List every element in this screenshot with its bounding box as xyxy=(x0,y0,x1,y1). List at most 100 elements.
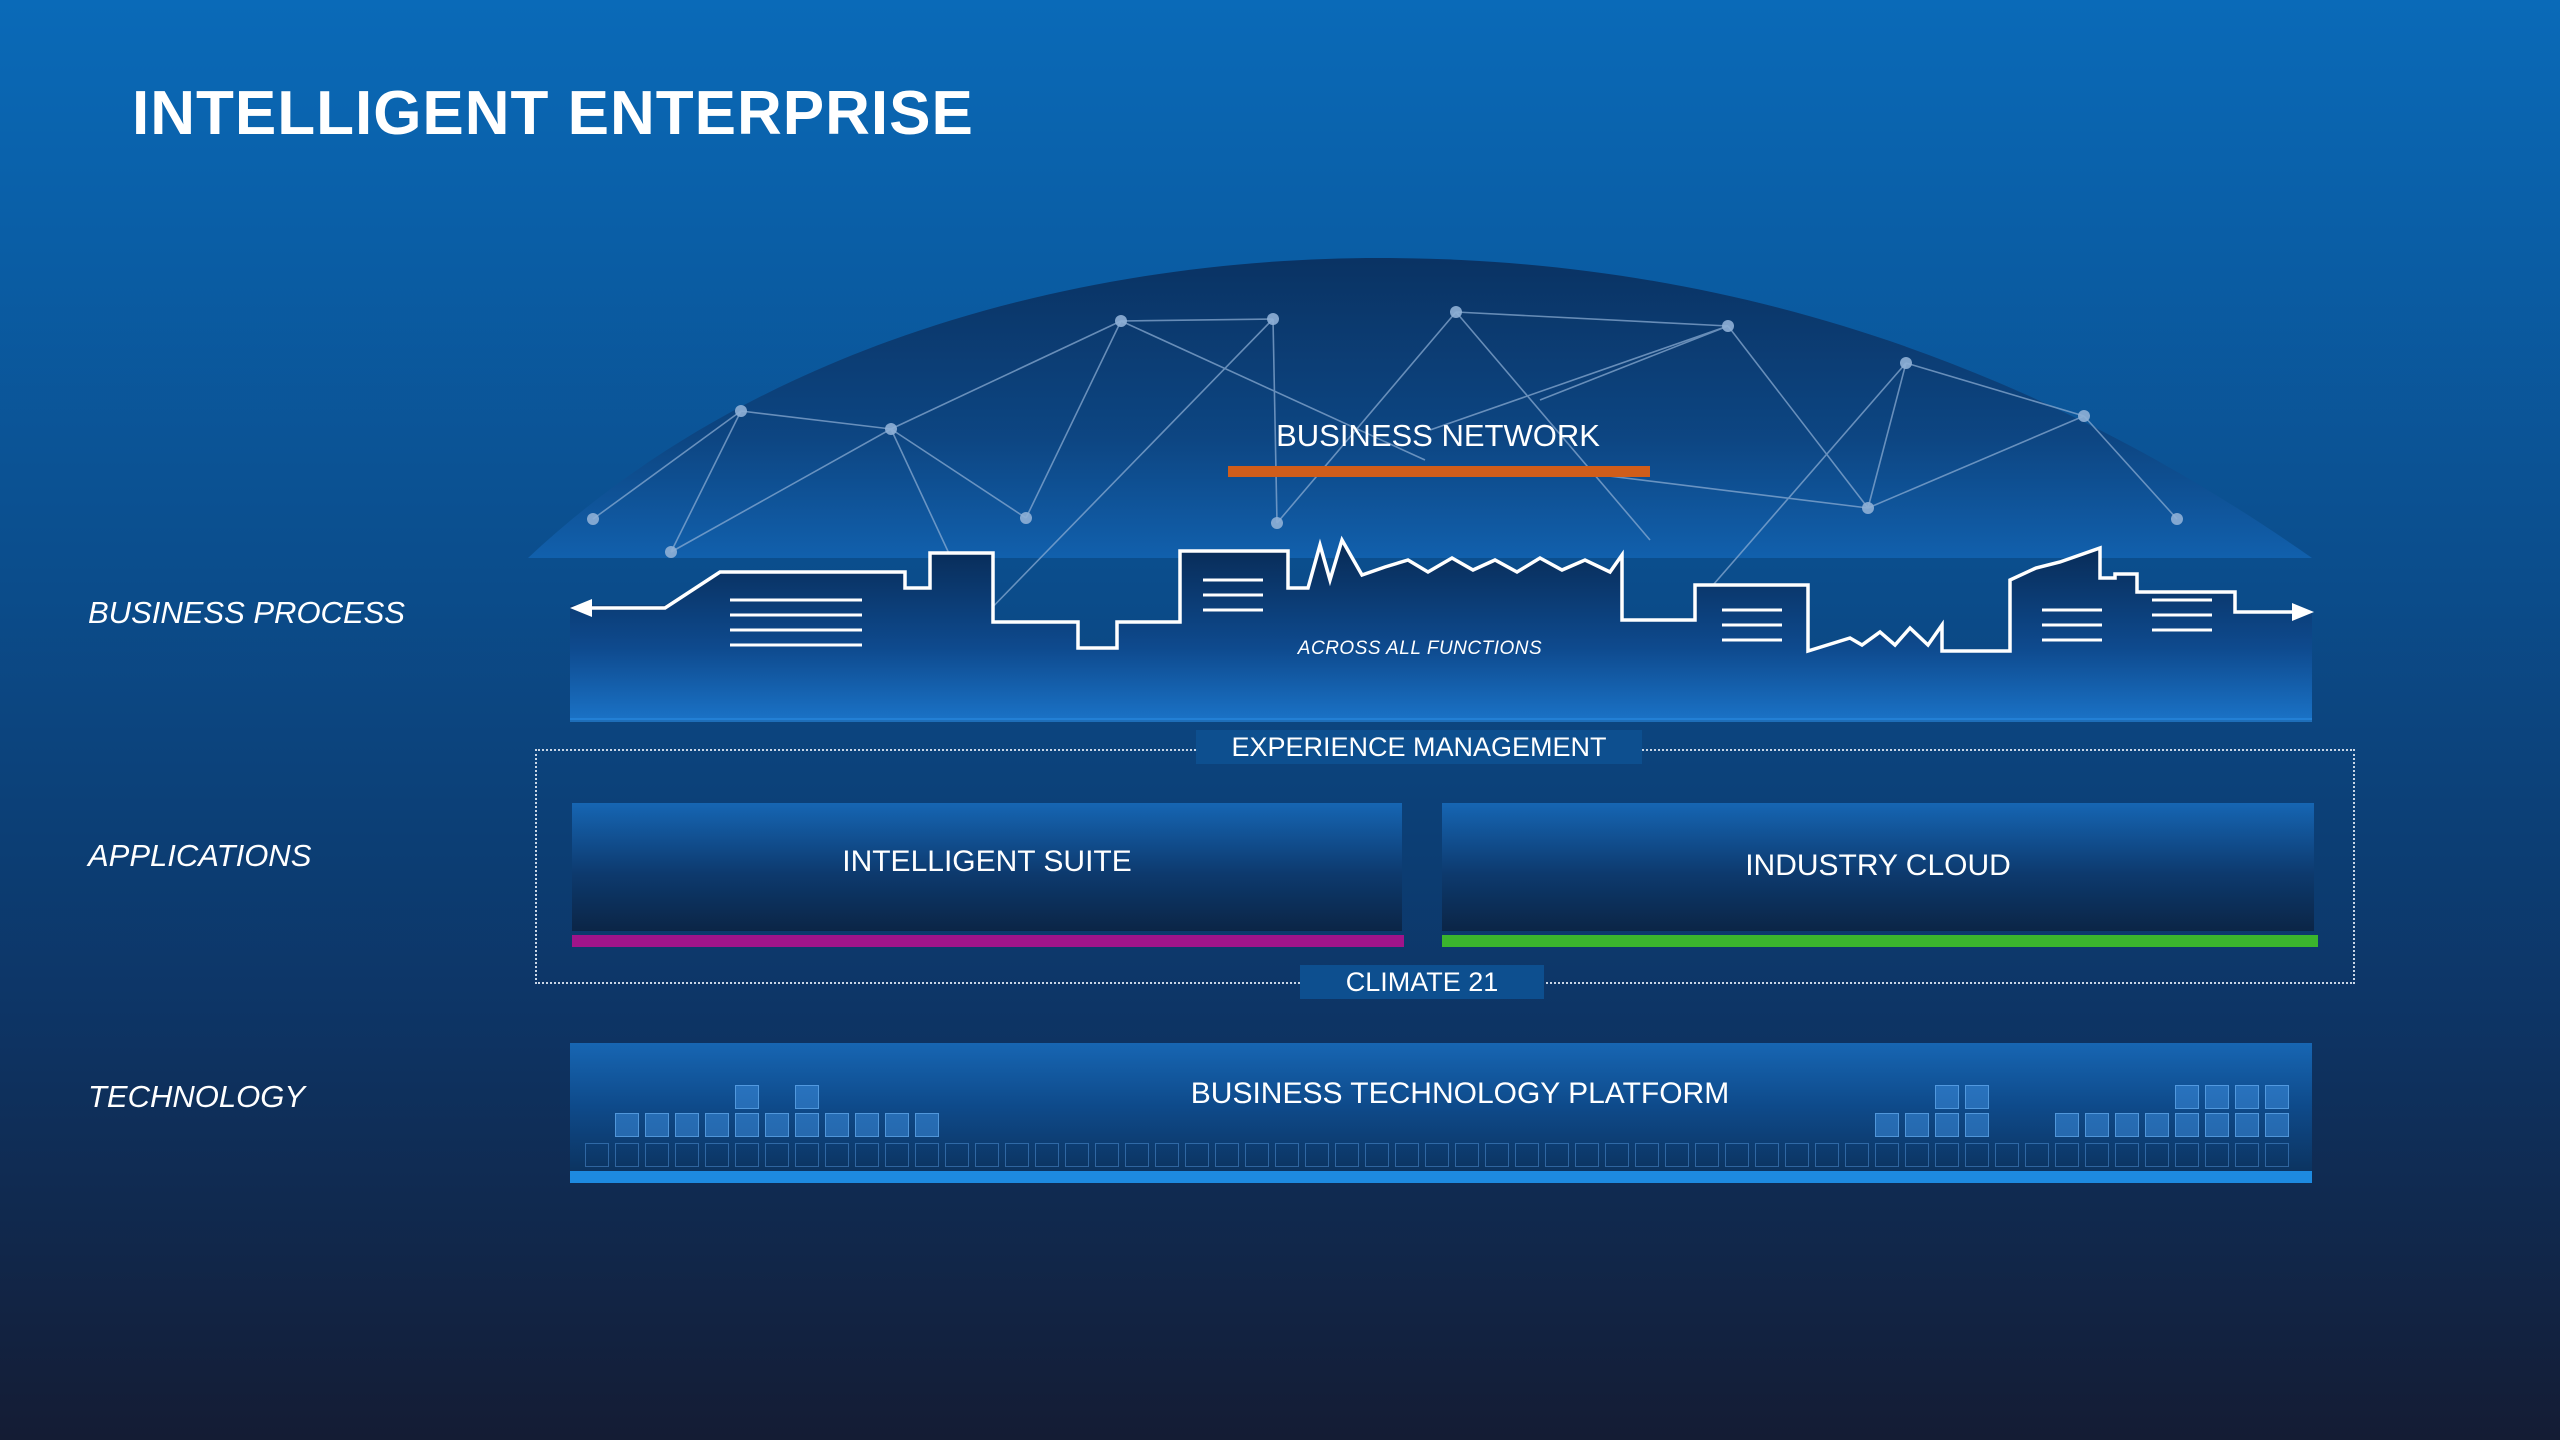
business-network-accent-bar xyxy=(1228,466,1650,477)
platform-grid-cell xyxy=(795,1143,819,1167)
experience-management-tag: EXPERIENCE MANAGEMENT xyxy=(1196,730,1642,764)
platform-grid-cell xyxy=(1365,1143,1389,1167)
platform-grid-cell xyxy=(2265,1143,2289,1167)
platform-grid-cell xyxy=(1005,1143,1029,1167)
building-windows xyxy=(730,578,2212,647)
platform-grid-cell xyxy=(1815,1143,1839,1167)
platform-grid-cell xyxy=(675,1113,699,1137)
platform-grid-cell xyxy=(1485,1143,1509,1167)
platform-grid-cell xyxy=(615,1113,639,1137)
platform-grid-cell xyxy=(1065,1143,1089,1167)
business-network-label: BUSINESS NETWORK xyxy=(1276,418,1600,453)
platform-grid-cell xyxy=(1995,1143,2019,1167)
platform-grid-cell xyxy=(2055,1113,2079,1137)
network-nodes xyxy=(587,306,2183,558)
platform-grid-cell xyxy=(795,1113,819,1137)
platform-grid-cell xyxy=(1215,1143,1239,1167)
platform-grid-cell xyxy=(1185,1143,1209,1167)
intelligent-suite-box: INTELLIGENT SUITE xyxy=(572,803,1402,931)
platform-grid-cell xyxy=(825,1113,849,1137)
network-dome-shape xyxy=(528,258,2312,558)
platform-grid-cell xyxy=(2205,1143,2229,1167)
arrow-right-icon xyxy=(2292,603,2314,621)
platform-grid-cell xyxy=(1875,1113,1899,1137)
platform-grid-cell xyxy=(1425,1143,1449,1167)
platform-grid-cell xyxy=(2205,1113,2229,1137)
platform-grid-cell xyxy=(585,1143,609,1167)
platform-grid-cell xyxy=(825,1143,849,1167)
platform-grid-cell xyxy=(675,1143,699,1167)
platform-grid-cell xyxy=(1035,1143,1059,1167)
platform-grid-cell xyxy=(2235,1113,2259,1137)
skyline-outline xyxy=(578,535,2300,654)
platform-grid-cell xyxy=(1935,1085,1959,1109)
platform-grid-cell xyxy=(705,1113,729,1137)
platform-grid-cell xyxy=(765,1143,789,1167)
platform-grid-cell xyxy=(2145,1143,2169,1167)
platform-grid-cell xyxy=(2205,1085,2229,1109)
business-technology-platform-label: BUSINESS TECHNOLOGY PLATFORM xyxy=(1190,1077,1730,1110)
platform-grid-cell xyxy=(1935,1113,1959,1137)
row-label-technology: TECHNOLOGY xyxy=(88,1079,306,1114)
platform-grid-cell xyxy=(1095,1143,1119,1167)
platform-grid-cell xyxy=(1785,1143,1809,1167)
platform-grid-cell xyxy=(735,1113,759,1137)
platform-grid-cell xyxy=(735,1143,759,1167)
network-lines xyxy=(592,311,2178,621)
platform-grid-cell xyxy=(2265,1113,2289,1137)
platform-grid-cell xyxy=(1965,1143,1989,1167)
platform-grid-cell xyxy=(2175,1085,2199,1109)
platform-grid-cell xyxy=(855,1143,879,1167)
intelligent-suite-label: INTELLIGENT SUITE xyxy=(842,845,1132,878)
industry-cloud-accent-bar xyxy=(1442,935,2318,947)
platform-grid-cell xyxy=(1275,1143,1299,1167)
intelligent-suite-accent-bar xyxy=(572,935,1404,947)
climate-21-tag: CLIMATE 21 xyxy=(1300,965,1544,999)
platform-grid-cell xyxy=(2115,1143,2139,1167)
platform-grid-cell xyxy=(1695,1143,1719,1167)
platform-grid-cell xyxy=(1965,1113,1989,1137)
city-skyline-band xyxy=(570,540,2312,720)
platform-grid-cell xyxy=(915,1113,939,1137)
business-technology-platform-accent-bar xyxy=(570,1171,2312,1183)
platform-grid-cell xyxy=(1755,1143,1779,1167)
arrow-left-icon xyxy=(570,599,592,617)
across-all-functions-label: ACROSS ALL FUNCTIONS xyxy=(1297,638,1543,659)
platform-grid-cell xyxy=(885,1113,909,1137)
platform-grid-cell xyxy=(2265,1085,2289,1109)
platform-grid-cell xyxy=(1305,1143,1329,1167)
platform-grid-cell xyxy=(1725,1143,1749,1167)
platform-grid-cell xyxy=(645,1143,669,1167)
platform-grid-cell xyxy=(1335,1143,1359,1167)
platform-grid-cell xyxy=(2115,1113,2139,1137)
platform-grid-cell xyxy=(1665,1143,1689,1167)
platform-grid-cell xyxy=(735,1085,759,1109)
platform-grid-cell xyxy=(2235,1085,2259,1109)
platform-grid-cell xyxy=(975,1143,999,1167)
platform-grid-cell xyxy=(1245,1143,1269,1167)
platform-grid-cell xyxy=(2085,1143,2109,1167)
platform-grid-cell xyxy=(2145,1113,2169,1137)
platform-grid-cell xyxy=(1905,1113,1929,1137)
platform-grid-cell xyxy=(2235,1143,2259,1167)
platform-grid-cell xyxy=(1155,1143,1179,1167)
platform-grid-cell xyxy=(1125,1143,1149,1167)
platform-grid-cell xyxy=(1545,1143,1569,1167)
business-technology-platform-box xyxy=(570,1043,2312,1171)
platform-grid-cell xyxy=(615,1143,639,1167)
platform-grid-cell xyxy=(2025,1143,2049,1167)
row-label-applications: APPLICATIONS xyxy=(88,838,312,873)
platform-grid-cell xyxy=(2175,1143,2199,1167)
row-label-business-process: BUSINESS PROCESS xyxy=(88,595,405,630)
platform-grid-cell xyxy=(1875,1143,1899,1167)
platform-grid-cell xyxy=(855,1113,879,1137)
platform-grid-cell xyxy=(1455,1143,1479,1167)
platform-grid-cell xyxy=(765,1113,789,1137)
platform-grid-cell xyxy=(1845,1143,1869,1167)
platform-grid-cell xyxy=(2175,1113,2199,1137)
platform-grid-cell xyxy=(1935,1143,1959,1167)
page-title: INTELLIGENT ENTERPRISE xyxy=(132,79,974,148)
platform-grid-cell xyxy=(885,1143,909,1167)
platform-grid-cell xyxy=(795,1085,819,1109)
platform-grid-cell xyxy=(1395,1143,1419,1167)
